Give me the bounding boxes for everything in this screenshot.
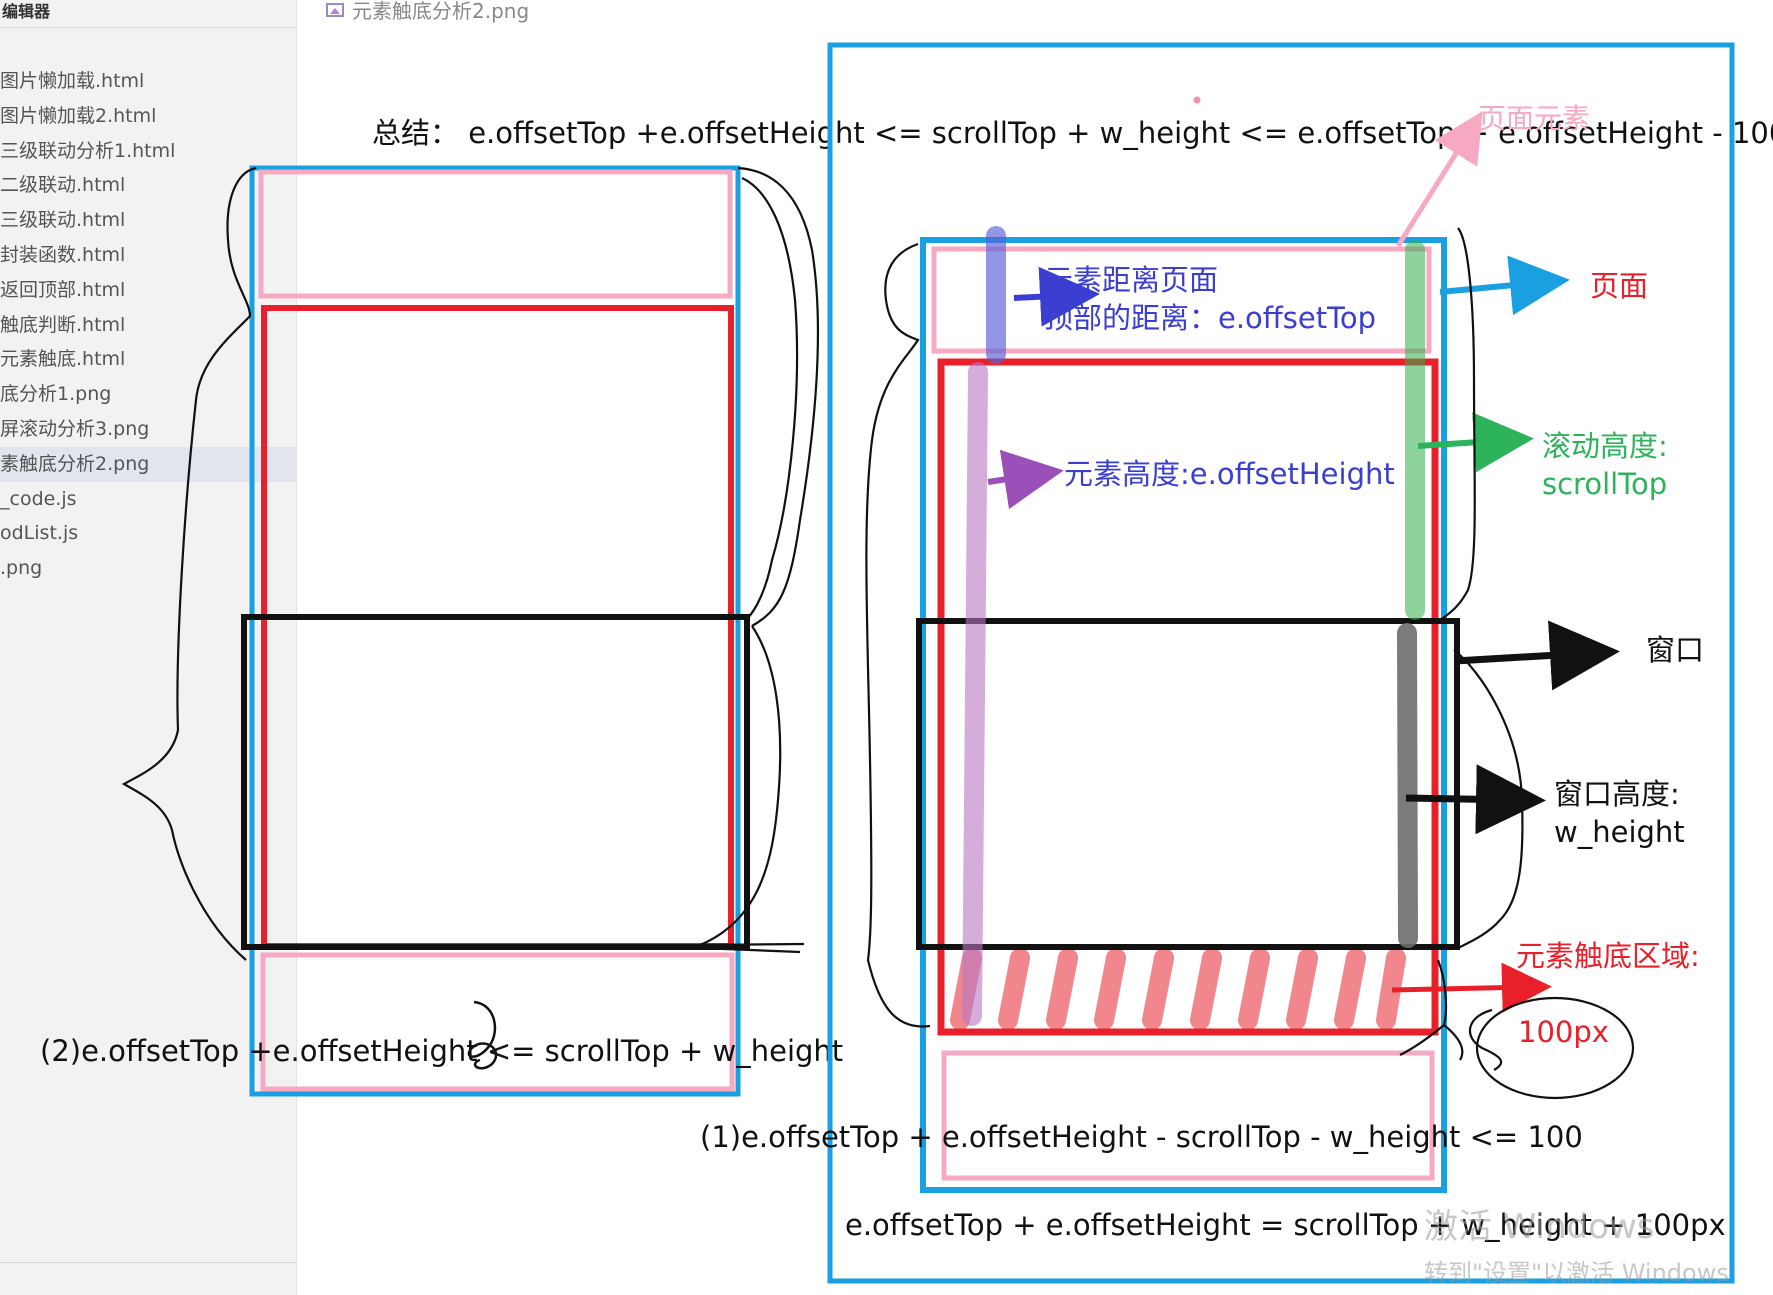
left-page-frame <box>249 165 741 1097</box>
label-offset-top-2: 顶部的距离：e.offsetTop <box>1044 301 1376 335</box>
sidebar-title: 编辑器 <box>0 0 296 28</box>
file-item[interactable]: 封装函数.html <box>0 243 126 266</box>
right-outer-page <box>827 42 1735 1284</box>
label-scroll-1: 滚动高度: <box>1542 429 1668 463</box>
label-scroll-2: scrollTop <box>1542 467 1667 501</box>
file-item[interactable]: 图片懒加载2.html <box>0 104 157 127</box>
right-right-brace <box>1439 227 1524 949</box>
right-window-frame <box>916 618 1460 950</box>
file-item[interactable]: 素触底分析2.png <box>0 446 296 482</box>
offset-height-bar <box>962 362 988 1026</box>
left-main-element <box>261 305 734 949</box>
circle-100px <box>1475 996 1635 1100</box>
bottom-zone-hatch <box>950 948 1406 1030</box>
label-page-element: 页面元素 <box>1478 102 1590 135</box>
file-item[interactable]: 三级联动.html <box>0 209 126 232</box>
left-window-frame <box>241 614 750 950</box>
formula-equality: e.offsetTop + e.offsetHeight = scrollTop… <box>845 1208 1726 1242</box>
sidebar-divider <box>0 1262 296 1263</box>
left-right-brace-inner <box>741 177 799 621</box>
label-offset-top-1: 元素距离页面 <box>1044 263 1218 297</box>
left-diagram: (2)e.offsetTop +e.offsetHeight <= scroll… <box>40 165 843 1097</box>
file-item[interactable]: 元素触底.html <box>0 348 126 371</box>
label-offset-height: 元素高度:e.offsetHeight <box>1064 457 1395 491</box>
file-item[interactable]: 底分析1.png <box>0 383 112 406</box>
editor-tab[interactable]: 元素触底分析2.png <box>326 0 529 26</box>
right-inner-page <box>920 237 1447 1193</box>
arrow-bottom-zone <box>1391 962 1552 1013</box>
scribble-mark <box>467 1000 498 1070</box>
right-left-brace <box>865 242 931 1028</box>
zone-brace <box>1399 959 1464 1061</box>
left-right-brace-upper <box>737 166 820 627</box>
pink-dot <box>1193 96 1201 104</box>
left-outer-brace <box>121 166 257 961</box>
file-list: 图片懒加载.html 图片懒加载2.html 三级联动分析1.html 二级联动.ht… <box>0 64 296 586</box>
left-formula: (2)e.offsetTop +e.offsetHeight <= scroll… <box>40 1034 843 1068</box>
file-item[interactable]: odList.js <box>0 522 79 545</box>
file-item[interactable]: 触底判断.html <box>0 313 126 336</box>
tab-title: 元素触底分析2.png <box>352 0 530 23</box>
file-item[interactable]: 返回顶部.html <box>0 278 126 301</box>
label-window: 窗口 <box>1646 633 1704 667</box>
arrow-scroll-top <box>1417 412 1534 473</box>
file-explorer-sidebar: 编辑器 图片懒加载.html 图片懒加载2.html 三级联动分析1.html 二级联… <box>0 0 297 1295</box>
file-item[interactable]: 二级联动.html <box>0 174 126 197</box>
right-top-element <box>931 246 1432 354</box>
right-diagram: 页面元素 元素距离页面 顶部的距离：e.offsetTop 页面 元素高度:e.… <box>700 42 1735 1284</box>
arrow-w-height <box>1405 764 1546 835</box>
label-bottom-zone: 元素触底区域: <box>1516 939 1700 973</box>
left-top-element <box>258 169 733 299</box>
arrow-page <box>1439 255 1570 316</box>
left-bottom-element <box>260 952 735 1092</box>
arrow-offset-top <box>1013 266 1100 327</box>
label-page: 页面 <box>1590 269 1648 303</box>
file-item[interactable]: _code.js <box>0 487 77 510</box>
formula-1: (1)e.offsetTop + e.offsetHeight - scroll… <box>700 1120 1583 1154</box>
file-item[interactable]: 屏滚动分析3.png <box>0 417 150 440</box>
file-item[interactable]: 图片懒加载.html <box>0 70 145 92</box>
curl-100px <box>1468 1008 1503 1071</box>
image-file-icon <box>326 2 344 17</box>
label-100px: 100px <box>1518 1015 1609 1049</box>
w-height-bar <box>1397 623 1418 948</box>
right-bottom-element <box>941 1050 1435 1181</box>
file-item[interactable]: .png <box>0 557 43 580</box>
right-main-element <box>937 358 1439 1036</box>
file-item[interactable]: 三级联动分析1.html <box>0 139 176 162</box>
watermark-line1: 激活 Windows <box>1424 1207 1655 1247</box>
arrow-page-element <box>1395 111 1483 248</box>
summary-formula: 总结： e.offsetTop +e.offsetHeight <= scrol… <box>372 116 1773 150</box>
label-wheight-2: w_height <box>1554 815 1685 849</box>
label-wheight-1: 窗口高度: <box>1554 777 1680 811</box>
arrow-window <box>1454 620 1620 691</box>
arrow-offset-height <box>987 449 1064 510</box>
left-window-brace <box>699 625 805 954</box>
watermark-line2: 转到"设置"以激活 Windows <box>1424 1259 1729 1287</box>
